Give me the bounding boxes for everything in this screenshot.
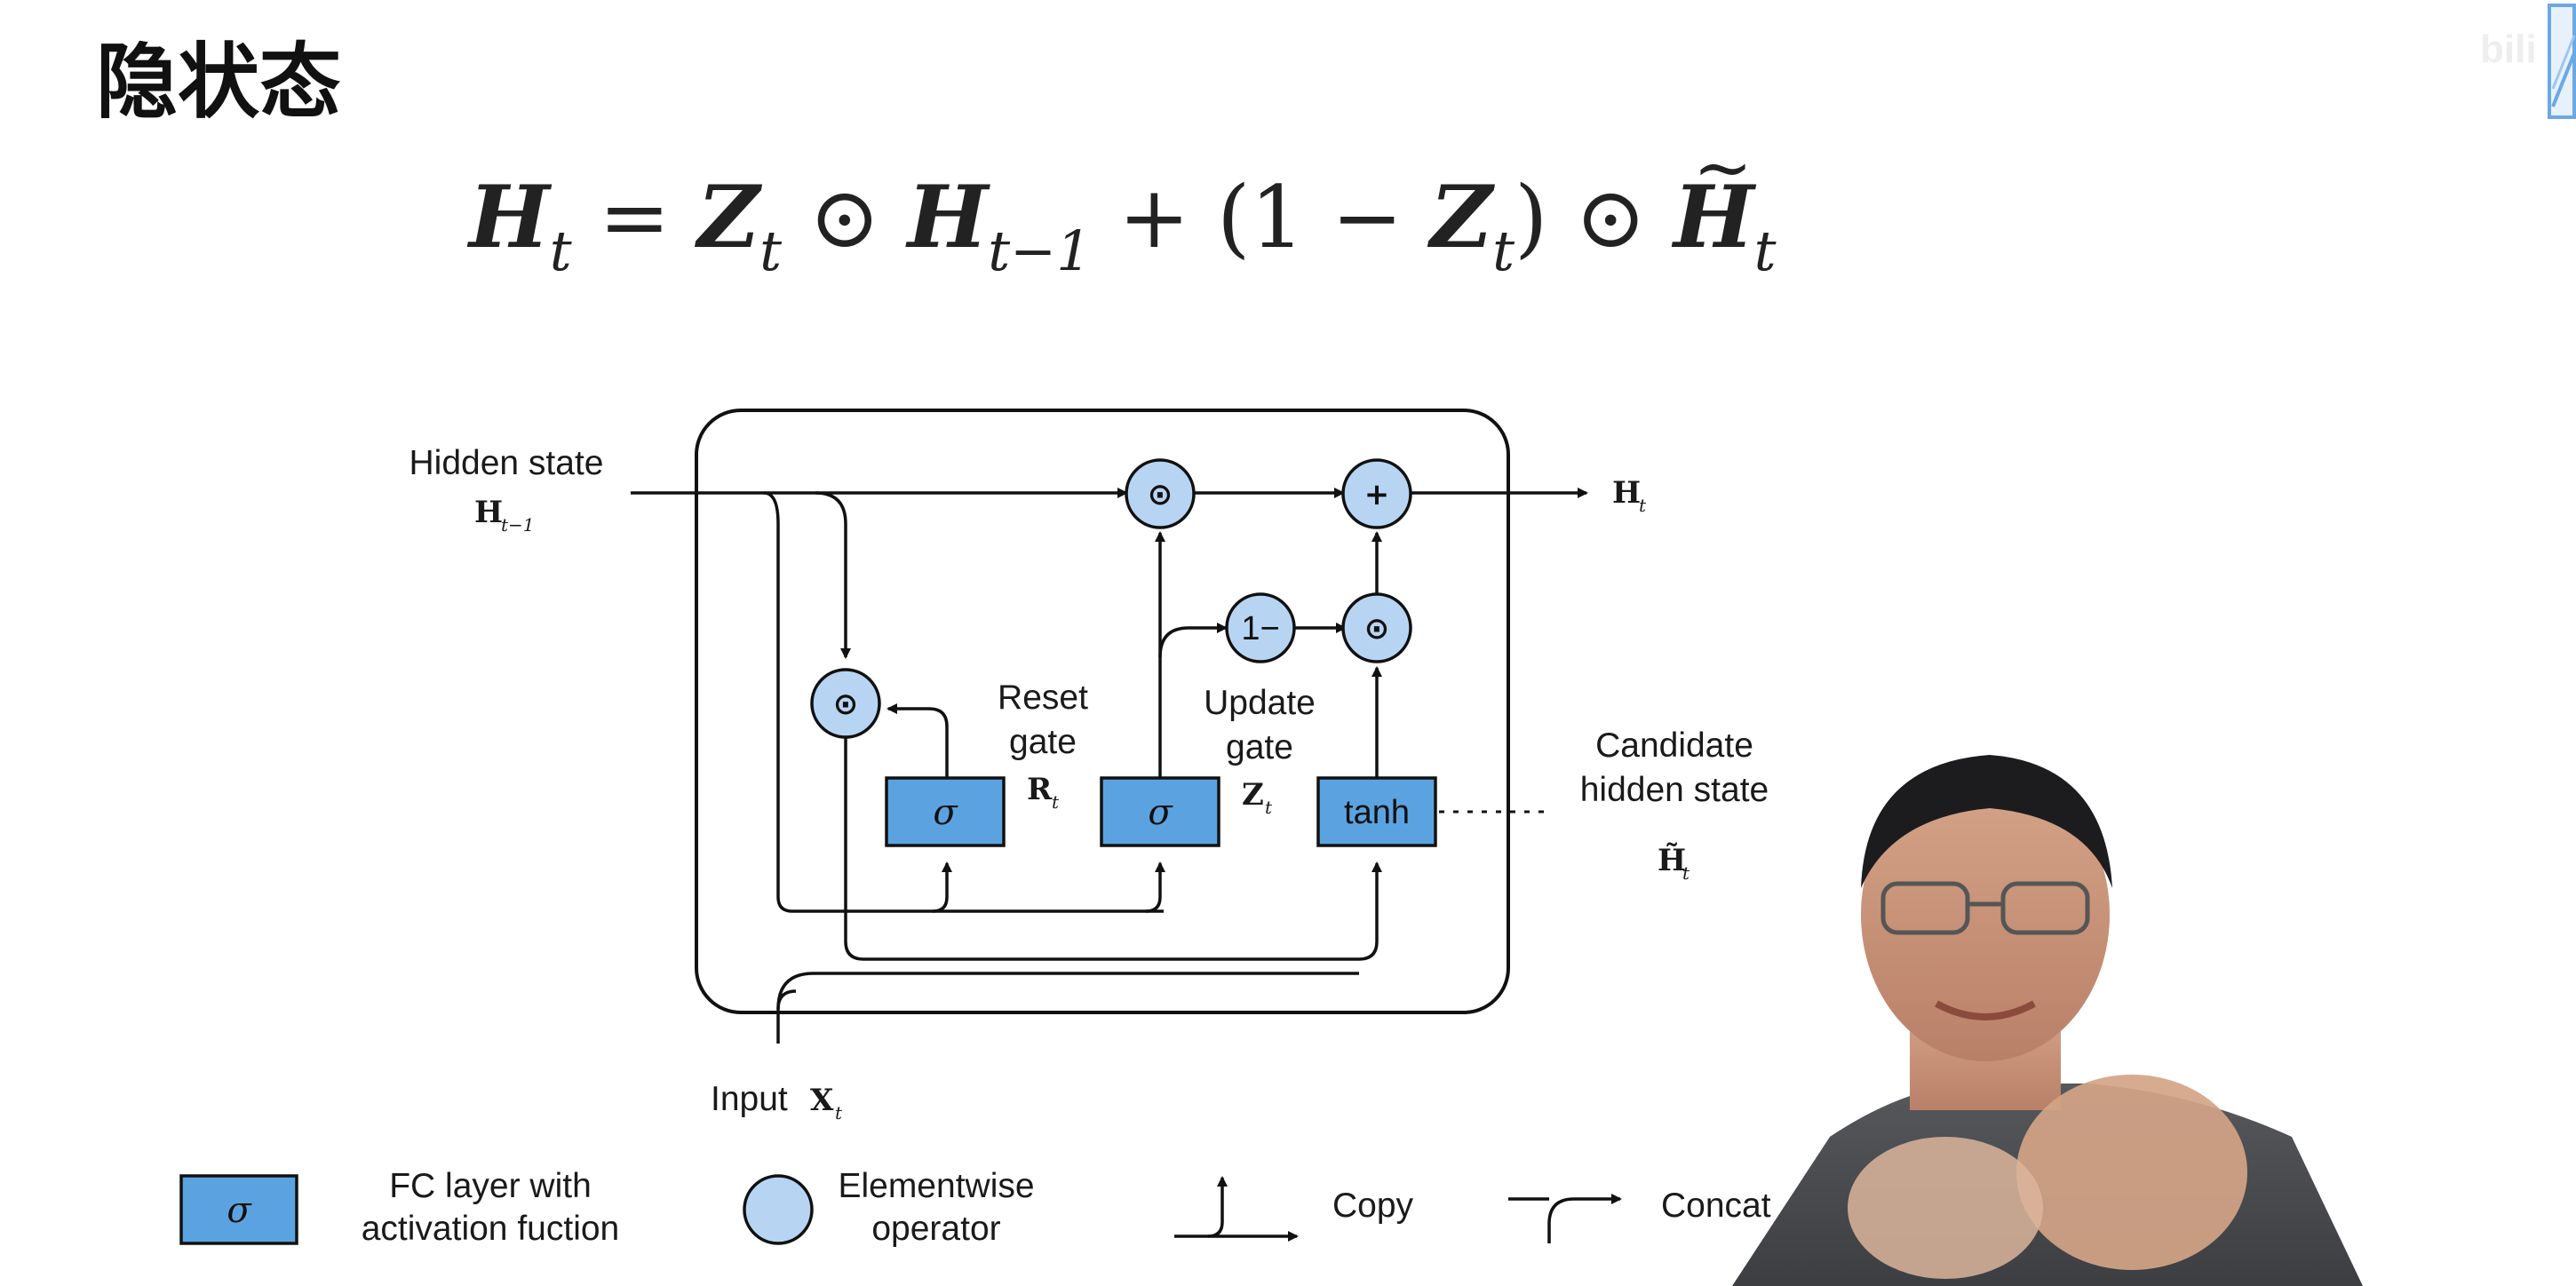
svg-text:activation fuction: activation fuction <box>362 1210 620 1248</box>
svg-text:+: + <box>1364 477 1390 512</box>
svg-text:σ: σ <box>227 1190 252 1231</box>
reset-gate-sigma-box: σ <box>885 776 1006 847</box>
update-gate-sigma-box: σ <box>1100 776 1220 847</box>
formula-close: ) <box>1515 168 1548 267</box>
update-gate-label-line1: Update <box>1204 684 1316 722</box>
svg-text:FC layer with: FC layer with <box>389 1167 592 1205</box>
formula-sub-tminus1: t−1 <box>988 218 1092 283</box>
one-minus-operator: 1− <box>1225 592 1296 663</box>
formula-Z: Z <box>697 167 760 267</box>
X-label: X <box>810 1083 834 1118</box>
H-tilde-sub: t <box>1682 862 1690 884</box>
odot-operator-top: ⊙ <box>1125 458 1196 529</box>
formula-Z2: Z <box>1430 167 1493 267</box>
candidate-label-line1: Candidate <box>1595 726 1753 765</box>
odot-operator-update: ⊙ <box>1341 592 1412 663</box>
svg-text:⊙: ⊙ <box>1148 477 1173 512</box>
slide-title: 隐状态 <box>96 35 342 130</box>
candidate-tanh-box: tanh <box>1316 776 1437 847</box>
presenter-video-overlay <box>1732 755 2363 1286</box>
svg-text:operator: operator <box>871 1210 1000 1248</box>
legend-concat: Concat <box>1508 1187 1771 1243</box>
gru-hidden-state-formula: Ht = Zt ⊙ Ht−1 + (1 − Zt) ⊙ Ht <box>469 126 1777 283</box>
legend-copy: Copy <box>1174 1176 1414 1242</box>
formula-H-tilde: H <box>1674 126 1754 267</box>
channel-logo-icon: bili <box>2480 4 2576 119</box>
svg-text:Concat: Concat <box>1661 1187 1771 1225</box>
svg-text:σ: σ <box>933 792 958 833</box>
formula-sub-t: t <box>549 218 572 283</box>
formula-odot2: ⊙ <box>1575 168 1647 267</box>
Z-label: Z <box>1242 777 1264 813</box>
svg-text:tanh: tanh <box>1344 794 1410 831</box>
formula-H-prev: H <box>907 167 989 267</box>
legend-fc-layer: σ FC layer with activation fuction <box>179 1167 620 1248</box>
formula-eq: = <box>599 168 671 267</box>
svg-text:bili: bili <box>2480 28 2537 71</box>
update-gate-label-line2: gate <box>1226 728 1293 766</box>
reset-gate-label-line1: Reset <box>998 679 1088 717</box>
svg-text:⊙: ⊙ <box>1364 611 1390 647</box>
formula-odot: ⊙ <box>808 168 881 267</box>
R-sub: t <box>1052 791 1060 813</box>
svg-text:σ: σ <box>1148 792 1173 833</box>
odot-operator-reset: ⊙ <box>810 668 881 739</box>
formula-sub-t: t <box>1492 218 1515 283</box>
svg-text:Elementwise: Elementwise <box>838 1167 1034 1205</box>
H-out-label: H <box>1612 475 1641 511</box>
svg-text:Copy: Copy <box>1332 1187 1414 1225</box>
candidate-label-line2: hidden state <box>1580 771 1769 809</box>
H-tilde-label: H̃ <box>1658 843 1686 878</box>
H-prev-label: H <box>474 495 503 530</box>
hidden-state-label: Hidden state <box>409 444 604 482</box>
formula-H: H <box>469 167 550 267</box>
H-prev-sub: t−1 <box>501 514 535 536</box>
svg-text:⊙: ⊙ <box>833 687 859 722</box>
formula-sub-t: t <box>1753 218 1777 283</box>
Z-sub: t <box>1265 797 1273 818</box>
formula-sub-t: t <box>759 218 783 283</box>
X-sub: t <box>835 1102 843 1123</box>
svg-text:1−: 1− <box>1241 610 1279 647</box>
hidden-state-path <box>631 488 1588 1044</box>
gru-cell-border <box>695 409 1510 1014</box>
R-label: R <box>1027 772 1053 807</box>
formula-open: (1 − <box>1217 168 1403 267</box>
formula-plus: + <box>1118 168 1190 267</box>
H-out-sub: t <box>1639 495 1647 516</box>
legend-elementwise: Elementwise operator <box>743 1167 1035 1248</box>
reset-gate-label-line2: gate <box>1009 723 1077 761</box>
plus-operator: + <box>1341 458 1412 529</box>
input-label: Input <box>711 1080 788 1118</box>
